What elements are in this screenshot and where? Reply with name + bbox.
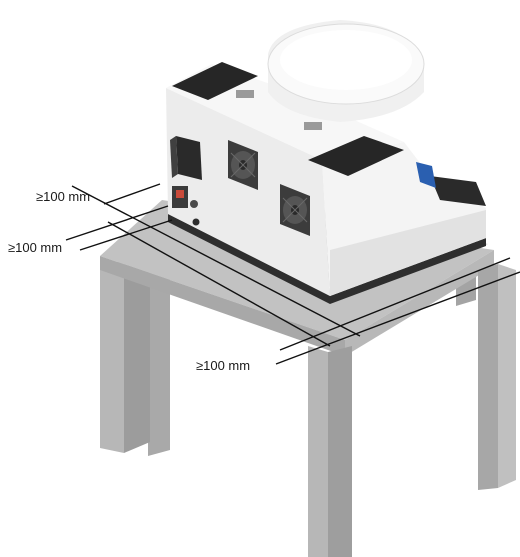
side-handle-pad bbox=[430, 176, 486, 206]
clearance-line-rear-1 bbox=[71, 185, 361, 337]
clearance-line-left-3 bbox=[103, 183, 161, 205]
hinge-tab-right bbox=[304, 122, 322, 130]
cooling-fan-upper bbox=[228, 140, 258, 190]
device bbox=[166, 20, 488, 304]
clearance-line-right-1 bbox=[279, 257, 511, 351]
table-top-edge-front bbox=[100, 256, 345, 356]
blue-accent-stripe bbox=[416, 162, 436, 188]
table-top-edge-right bbox=[345, 250, 494, 356]
clearance-line-front-1 bbox=[107, 221, 331, 347]
clearance-line-right-2 bbox=[275, 271, 520, 365]
clearance-label-rear: ≥100 mm bbox=[36, 189, 90, 204]
power-switch bbox=[176, 190, 184, 198]
clearance-label-front: ≥100 mm bbox=[196, 358, 250, 373]
table-leg-front-left-side bbox=[124, 262, 150, 453]
front-handle-pad bbox=[308, 136, 404, 176]
clearance-lines bbox=[65, 183, 520, 365]
cooling-fan-lower bbox=[280, 184, 310, 236]
device-right-body-lower bbox=[330, 210, 486, 296]
rear-handle-pad bbox=[172, 62, 258, 100]
table-leg-front-left bbox=[100, 262, 124, 453]
lid-dome bbox=[267, 20, 425, 122]
clearance-label-left: ≥100 mm bbox=[8, 240, 62, 255]
device-rear-face bbox=[166, 88, 330, 296]
connector-port bbox=[190, 200, 198, 208]
table-leg-back-left bbox=[148, 262, 170, 456]
hinge-tab-left bbox=[236, 90, 254, 98]
table-leg-front-middle bbox=[308, 346, 328, 557]
table-leg-right-side bbox=[498, 264, 516, 488]
clearance-line-left-2 bbox=[79, 219, 173, 251]
clearance-line-left-1 bbox=[65, 205, 169, 241]
rear-power-module bbox=[170, 136, 202, 180]
connector-port-2 bbox=[192, 218, 200, 226]
table-leg-front-middle-side bbox=[328, 346, 352, 557]
table-leg-right bbox=[478, 264, 498, 490]
